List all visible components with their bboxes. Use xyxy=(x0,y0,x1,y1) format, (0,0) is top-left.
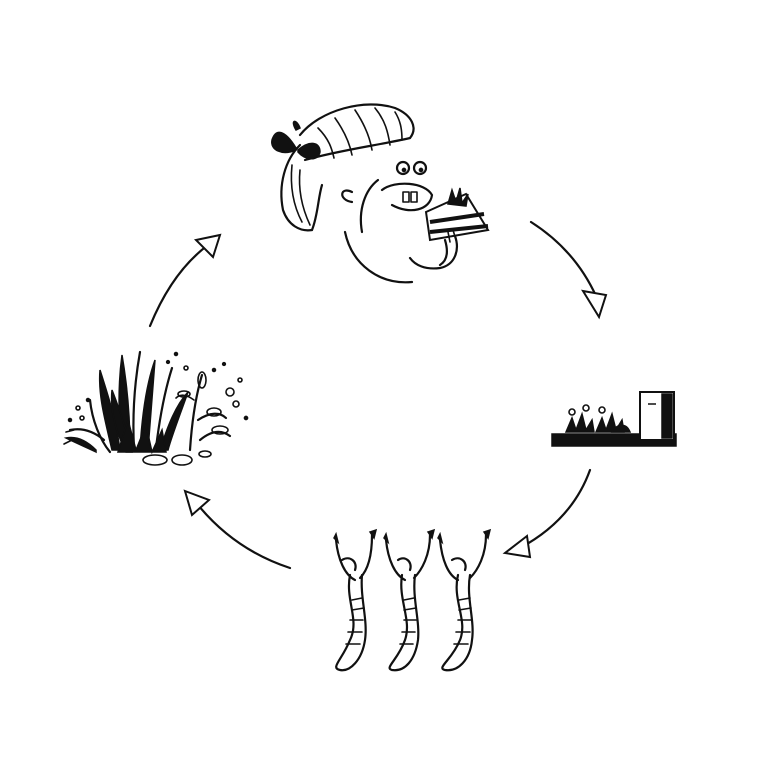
worm-3 xyxy=(437,528,492,672)
arrow-person-to-counter xyxy=(529,220,608,320)
arrow-worms-to-plants xyxy=(183,489,292,570)
worms-icon xyxy=(333,528,492,672)
plants-icon xyxy=(63,350,249,466)
arrow-counter-to-worms xyxy=(502,468,592,559)
worm-2 xyxy=(383,528,436,672)
person-eating-cake-icon xyxy=(271,103,490,284)
kitchen-counter-icon xyxy=(551,391,677,447)
worm-1 xyxy=(333,528,378,672)
arrow-plants-to-person xyxy=(148,233,222,328)
